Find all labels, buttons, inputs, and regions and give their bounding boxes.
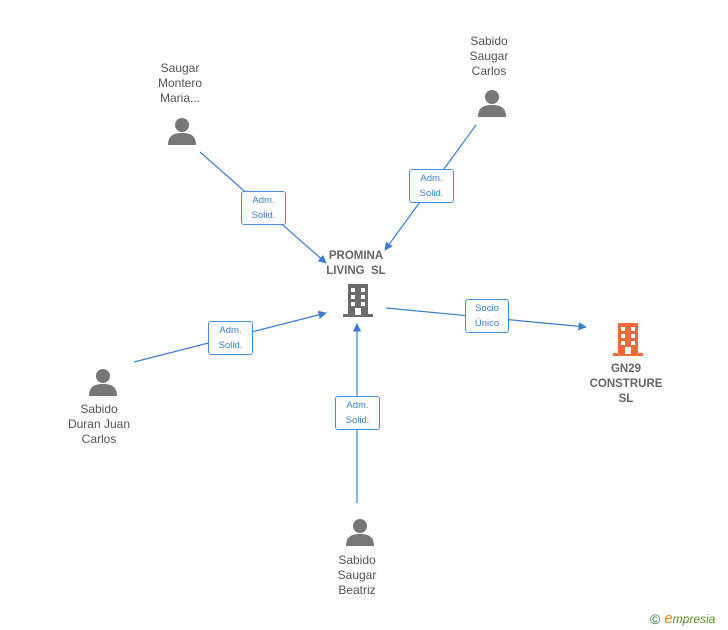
node-label-sabido-saugar-beatriz[interactable]: Sabido Saugar Beatriz xyxy=(337,553,377,597)
copyright-icon: © xyxy=(650,610,661,627)
node-label-gn29[interactable]: GN29 CONSTRURE SL xyxy=(589,363,663,405)
node-label-sabido-saugar-carlos[interactable]: Sabido Saugar Carlos xyxy=(469,34,509,78)
edge-label-adm-solid: Adm. Solid. xyxy=(409,169,454,203)
person-icon[interactable] xyxy=(478,90,506,117)
person-icon[interactable] xyxy=(89,369,117,396)
person-icon[interactable] xyxy=(346,519,374,546)
brand-name: empresia xyxy=(664,610,716,627)
edge-label-adm-solid: Adm. Solid. xyxy=(335,396,380,430)
node-label-sabido-duran[interactable]: Sabido Duran Juan Carlos xyxy=(67,402,131,446)
building-icon[interactable] xyxy=(343,284,373,317)
edge-label-adm-solid: Adm. Solid. xyxy=(241,191,286,225)
edge-label-socio-unico: Socio Único xyxy=(465,299,509,333)
building-icon[interactable] xyxy=(613,323,643,356)
node-label-promina[interactable]: PROMINA LIVING SL xyxy=(326,250,386,277)
node-label-saugar-montero[interactable]: Saugar Montero Maria... xyxy=(157,61,203,105)
empresia-brand[interactable]: © empresia xyxy=(650,610,715,627)
edge-label-adm-solid: Adm. Solid. xyxy=(208,321,253,355)
person-icon[interactable] xyxy=(168,118,196,145)
